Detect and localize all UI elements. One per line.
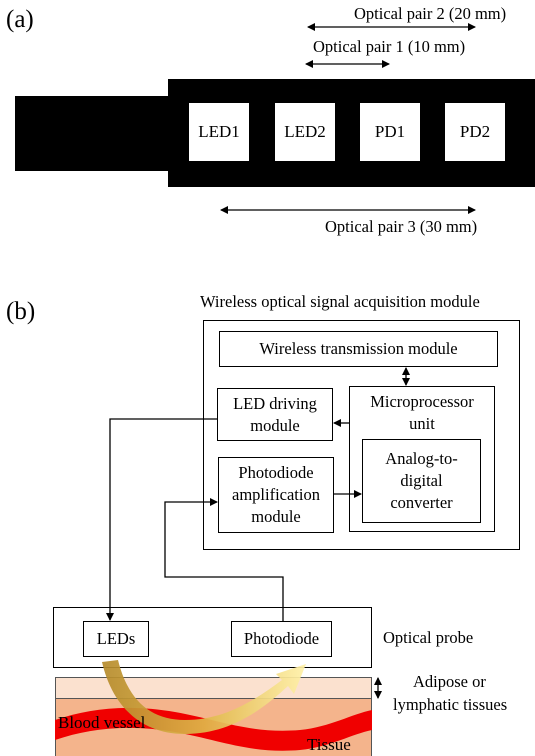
- led-driving-line2: module: [250, 415, 300, 435]
- sensor-led2: LED2: [275, 103, 335, 161]
- sensor-pd1: PD1: [360, 103, 420, 161]
- panel-b-label: (b): [6, 298, 36, 325]
- wireless-transmission-label: Wireless transmission module: [259, 339, 458, 358]
- sensor-pd2: PD2: [445, 103, 505, 161]
- photodiode-amp-line1: Photodiode: [238, 463, 314, 482]
- light-path-arrow: [102, 660, 306, 734]
- module-title: Wireless optical signal acquisition modu…: [200, 292, 480, 311]
- photodiode-to-amp-line: [164, 498, 284, 621]
- led-driving-to-leds-line: [106, 418, 217, 621]
- adc-line1: Analog-to-: [385, 449, 458, 468]
- photodiode-amp-line2: amplification: [232, 485, 320, 504]
- sensor-led1: LED1: [189, 103, 249, 161]
- photodiode-amp-box: Photodiode amplification module: [218, 457, 334, 533]
- led-driving-box: LED driving module: [217, 388, 333, 441]
- adc-line2: digital: [400, 471, 443, 490]
- tissue-label: Tissue: [307, 735, 351, 754]
- photodiode-label: Photodiode: [243, 629, 320, 648]
- leds-box: LEDs: [83, 621, 149, 657]
- photodiode-amp-line3: module: [251, 507, 301, 526]
- panel-a-label: (a): [6, 6, 34, 33]
- pair3-label: Optical pair 3 (30 mm): [325, 217, 478, 236]
- pair1-label: Optical pair 1 (10 mm): [313, 37, 466, 56]
- adipose-label-line1: Adipose or: [413, 672, 486, 691]
- blood-vessel-label: Blood vessel: [58, 713, 146, 732]
- led-driving-line1: LED driving: [233, 393, 317, 413]
- probe-cable: [15, 96, 171, 171]
- photodiode-box: Photodiode: [231, 621, 332, 657]
- adipose-label-line2: lymphatic tissues: [393, 695, 508, 714]
- pair2-label: Optical pair 2 (20 mm): [354, 4, 507, 23]
- adc-line3: converter: [390, 493, 453, 512]
- optical-probe-label: Optical probe: [383, 628, 474, 647]
- leds-label: LEDs: [96, 629, 136, 648]
- adc-box: Analog-to- digital converter: [362, 439, 481, 523]
- microprocessor-line2: unit: [409, 414, 435, 433]
- wireless-transmission-box: Wireless transmission module: [219, 331, 498, 367]
- microprocessor-line1: Microprocessor: [370, 392, 474, 411]
